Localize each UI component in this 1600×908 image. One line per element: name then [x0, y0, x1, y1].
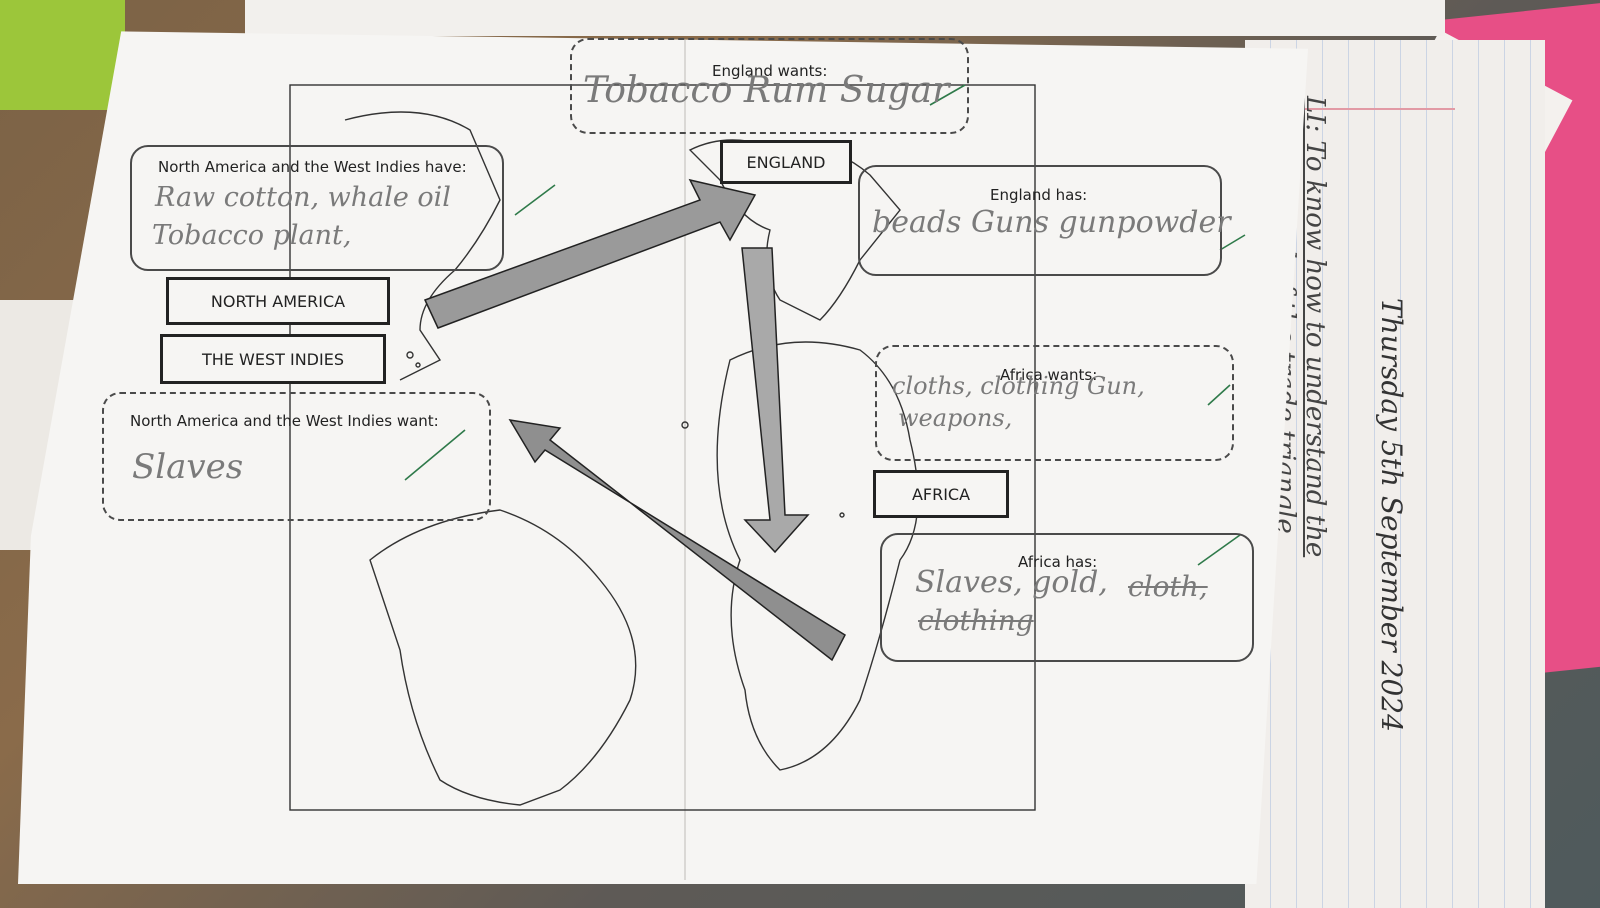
arrow-america-to-england — [423, 178, 757, 329]
africa-wants-answer-2: weapons, — [898, 404, 1013, 432]
tick-mark — [514, 184, 556, 216]
africa-label: AFRICA — [873, 470, 1009, 518]
paper-fold — [684, 40, 686, 880]
africa-has-struck-1: cloth, — [1128, 570, 1208, 603]
tick-mark — [929, 84, 966, 106]
north-america-want-box — [102, 392, 491, 521]
england-wants-answer: Tobacco Rum Sugar — [583, 70, 950, 111]
africa-wants-answer-1: cloths, clothing Gun, — [892, 372, 1145, 400]
england-wants-title: England wants: — [712, 62, 828, 80]
north-america-have-answer-2: Tobacco plant, — [152, 220, 352, 251]
africa-has-struck-2: clothing — [918, 604, 1034, 637]
england-has-answer: beads Guns gunpowder — [872, 205, 1231, 240]
north-america-outline — [344, 111, 501, 381]
north-america-want-answer: Slaves — [132, 447, 244, 487]
africa-wants-title: Africa wants: — [1000, 366, 1098, 384]
notebook-margin-line — [1245, 108, 1455, 110]
africa-outline — [716, 341, 919, 771]
map-frame — [289, 84, 1036, 811]
africa-wants-box — [875, 345, 1234, 461]
north-america-have-title: North America and the West Indies have: — [158, 158, 467, 176]
africa-has-title: Africa has: — [1018, 553, 1098, 571]
tick-mark — [1207, 384, 1231, 406]
england-wants-box — [570, 38, 969, 134]
england-label: ENGLAND — [720, 140, 852, 184]
africa-has-box — [880, 533, 1254, 662]
tick-mark — [1219, 234, 1246, 251]
england-has-title: England has: — [990, 186, 1088, 204]
north-america-want-title: North America and the West Indies want: — [130, 412, 439, 430]
north-america-have-box — [130, 145, 504, 271]
tick-mark — [404, 429, 466, 481]
south-america-outline — [369, 509, 637, 806]
africa-has-answer-1: Slaves, gold, — [915, 565, 1108, 600]
west-indies-label: THE WEST INDIES — [160, 334, 386, 384]
north-america-have-answer-1: Raw cotton, whale oil — [155, 182, 451, 213]
north-america-label: NORTH AMERICA — [166, 277, 390, 325]
arrow-england-to-africa — [741, 247, 810, 554]
worksheet-paper — [18, 31, 1308, 884]
england-has-box — [858, 165, 1222, 276]
notebook-page — [1245, 40, 1545, 908]
arrow-africa-to-america — [508, 419, 846, 662]
green-object — [0, 0, 125, 110]
top-paper-sheet — [245, 0, 1445, 36]
tick-mark — [1197, 534, 1241, 566]
